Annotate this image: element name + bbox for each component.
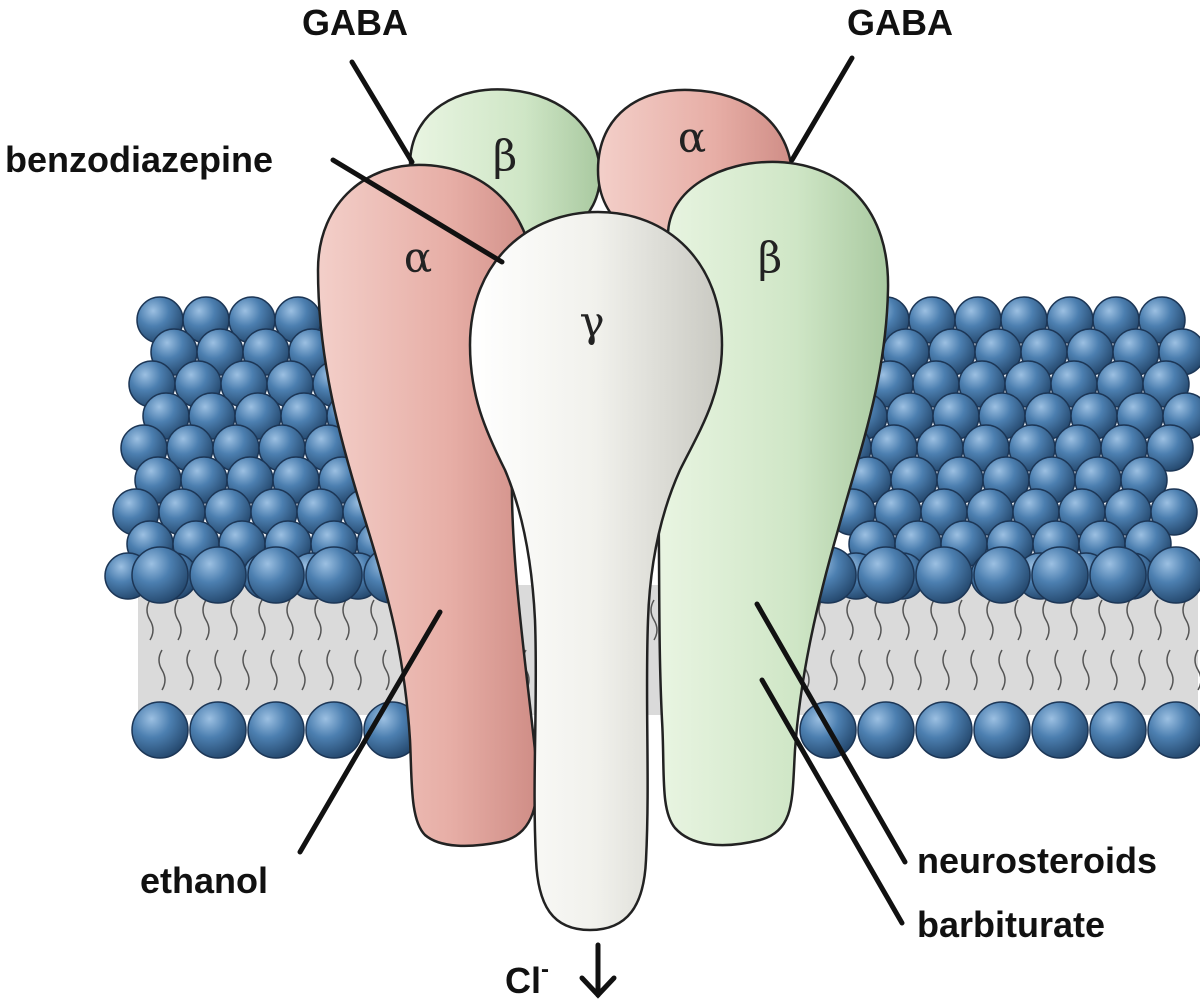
lipid-tail xyxy=(370,599,378,641)
subunit-label-alpha-front: α xyxy=(404,233,432,282)
lipid-tail xyxy=(342,599,350,641)
lipid-tail xyxy=(874,599,882,641)
lipid-tail xyxy=(930,599,938,641)
pointer-neurosteroids xyxy=(754,601,908,865)
lipid-tail xyxy=(1138,649,1146,691)
lipid-head xyxy=(305,701,363,759)
lipid-tail xyxy=(1154,599,1162,641)
lipid-tail xyxy=(858,649,866,691)
lipid-tail xyxy=(326,649,334,691)
lipid-tail xyxy=(902,599,910,641)
lipid-tail xyxy=(230,599,238,641)
lipid-head xyxy=(1147,701,1200,759)
lipid-tail xyxy=(286,599,294,641)
receptor-complex: β α α β γ xyxy=(316,88,890,932)
lipid-head xyxy=(1146,424,1194,472)
lipid-head xyxy=(131,701,189,759)
lipid-tail xyxy=(1098,599,1106,641)
lipid-head xyxy=(1031,701,1089,759)
lipid-tail xyxy=(650,599,658,641)
lipid-head xyxy=(857,546,915,604)
lipid-tail xyxy=(174,599,182,641)
lipid-tail xyxy=(1194,649,1200,691)
lipid-tail xyxy=(986,599,994,641)
label-ethanol: ethanol xyxy=(140,860,268,901)
lipid-tail xyxy=(1042,599,1050,641)
subunit-gamma xyxy=(468,210,724,932)
lipid-head xyxy=(131,546,189,604)
lipid-head xyxy=(915,701,973,759)
subunit-label-alpha-back: α xyxy=(678,113,706,162)
lipid-tail xyxy=(958,599,966,641)
lipid-tail xyxy=(146,599,154,641)
label-barbiturate: barbiturate xyxy=(917,904,1105,945)
lipid-head xyxy=(973,701,1031,759)
pointer-gaba-left xyxy=(349,59,415,165)
lipid-tail xyxy=(830,649,838,691)
label-chloride: Cl- xyxy=(505,956,549,1001)
subunit-label-beta-front: β xyxy=(758,233,782,282)
lipid-tail xyxy=(314,599,322,641)
lipid-head xyxy=(857,701,915,759)
label-benzodiazepine: benzodiazepine xyxy=(5,139,273,180)
pointer-lines xyxy=(297,55,908,926)
lipid-tail xyxy=(158,649,166,691)
lipid-tail xyxy=(1026,649,1034,691)
lipid-head xyxy=(305,546,363,604)
lipid-head xyxy=(915,546,973,604)
lipid-tail xyxy=(818,599,826,641)
lipid-tail xyxy=(942,649,950,691)
chloride-flow-arrow xyxy=(579,942,617,999)
lipid-head xyxy=(1089,701,1147,759)
lipid-tail xyxy=(1182,599,1190,641)
label-neurosteroids: neurosteroids xyxy=(917,840,1157,881)
lipid-head xyxy=(247,701,305,759)
pointer-gaba-right xyxy=(789,55,855,163)
lipid-tail xyxy=(1166,649,1174,691)
lipid-head xyxy=(1150,488,1198,536)
lipid-tail xyxy=(1110,649,1118,691)
lipid-head xyxy=(247,546,305,604)
lipid-tail xyxy=(1070,599,1078,641)
subunit-label-gamma: γ xyxy=(579,297,604,346)
subunit-label-beta-back: β xyxy=(493,131,517,180)
lipid-tail xyxy=(214,649,222,691)
lipid-tail xyxy=(886,649,894,691)
lipid-head xyxy=(973,546,1031,604)
lipid-head xyxy=(1089,546,1147,604)
pointer-barbiturate xyxy=(759,677,905,926)
lipid-tail xyxy=(970,649,978,691)
pointer-benzodiazepine xyxy=(330,157,505,265)
lipid-tail xyxy=(1126,599,1134,641)
lipid-head xyxy=(189,546,247,604)
lipid-tail xyxy=(242,649,250,691)
lipid-head xyxy=(189,701,247,759)
lipid-tail xyxy=(354,649,362,691)
lipid-tail xyxy=(1054,649,1062,691)
lipid-tail xyxy=(258,599,266,641)
lipid-tail xyxy=(186,649,194,691)
lipid-tail xyxy=(202,599,210,641)
lipid-tail xyxy=(998,649,1006,691)
label-gaba-left: GABA xyxy=(302,2,408,43)
lipid-tail xyxy=(1082,649,1090,691)
lipid-tail xyxy=(298,649,306,691)
label-gaba-right: GABA xyxy=(847,2,953,43)
lipid-head xyxy=(1031,546,1089,604)
lipid-head xyxy=(1147,546,1200,604)
lipid-tail xyxy=(914,649,922,691)
pointer-ethanol xyxy=(297,609,443,855)
lipid-tail xyxy=(270,649,278,691)
lipid-tail xyxy=(1014,599,1022,641)
lipid-tail xyxy=(846,599,854,641)
lipid-tail xyxy=(382,649,390,691)
